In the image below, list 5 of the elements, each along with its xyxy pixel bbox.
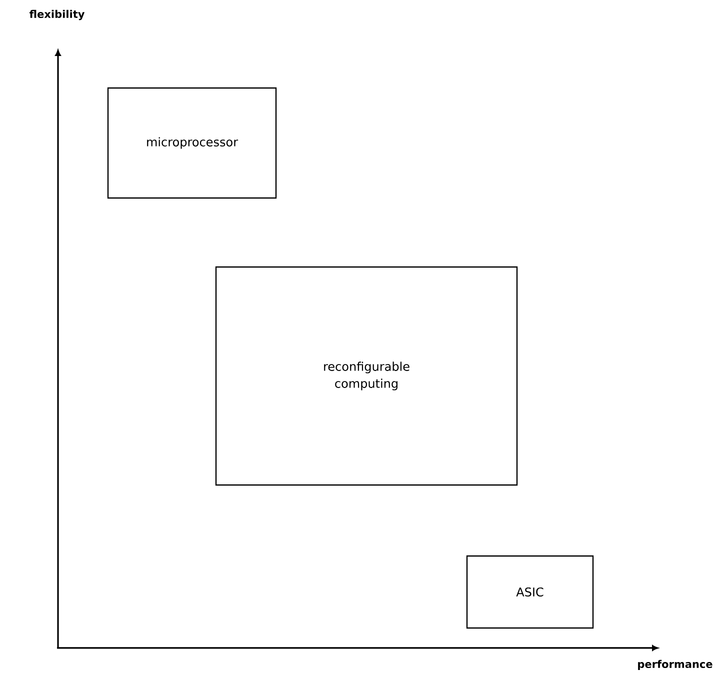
process-box: microprocessor	[107, 87, 277, 199]
process-box: ASIC	[466, 555, 594, 629]
axis-label: flexibility	[29, 10, 85, 20]
axis-label: performance	[638, 660, 712, 670]
process-box: reconfigurable computing	[215, 266, 518, 486]
